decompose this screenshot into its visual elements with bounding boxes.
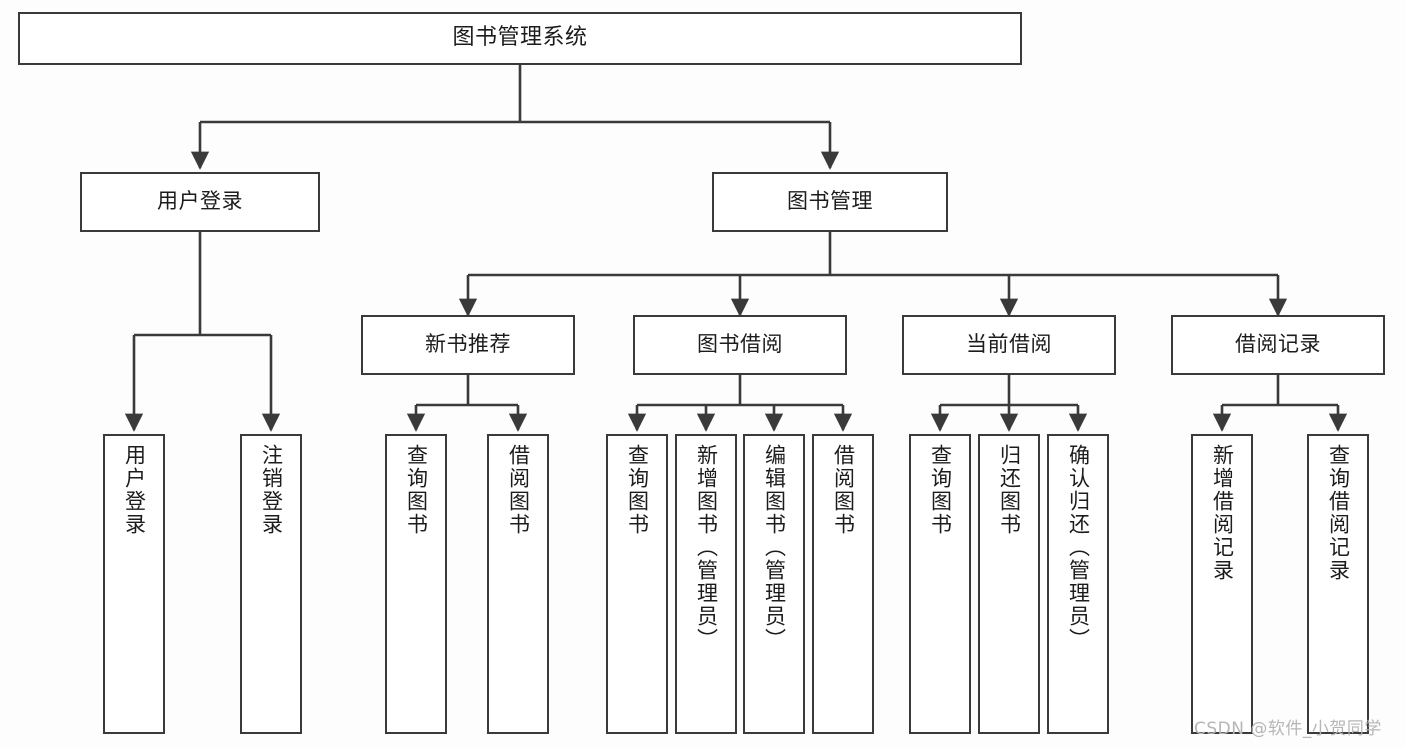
leaf-book-borrow-query-book[interactable]: 查询图书 [606,434,668,734]
node-current-borrow[interactable]: 当前借阅 [902,315,1116,375]
leaf-user-login-login[interactable]: 用户登录 [103,434,165,734]
node-label: 图书管理系统 [452,25,588,51]
leaf-borrow-record-add-record[interactable]: 新增借阅记录 [1191,434,1253,734]
node-label: 新增借阅记录 [1210,444,1235,582]
node-label: 借阅记录 [1235,332,1321,357]
node-label: 借阅图书 [831,444,856,536]
leaf-book-borrow-borrow-book[interactable]: 借阅图书 [812,434,874,734]
node-user-login[interactable]: 用户登录 [80,172,320,232]
node-borrow-record[interactable]: 借阅记录 [1171,315,1385,375]
node-label: 查询图书 [928,444,953,536]
node-label: 当前借阅 [966,332,1052,357]
node-label: 借阅图书 [506,444,531,536]
leaf-current-borrow-confirm-return[interactable]: 确认归还（管理员） [1047,434,1109,734]
leaf-book-borrow-add-book[interactable]: 新增图书（管理员） [675,434,737,734]
node-label: 查询图书 [625,444,650,536]
node-label: 归还图书 [997,444,1022,536]
leaf-new-book-borrow-book[interactable]: 借阅图书 [487,434,549,734]
node-label: 查询借阅记录 [1326,444,1351,582]
node-book-management[interactable]: 图书管理 [712,172,948,232]
node-new-book-recommend[interactable]: 新书推荐 [361,315,575,375]
node-book-borrow[interactable]: 图书借阅 [633,315,847,375]
node-label: 查询图书 [404,444,429,536]
leaf-current-borrow-query-book[interactable]: 查询图书 [909,434,971,734]
node-label: 确认归还（管理员） [1066,444,1091,651]
leaf-user-login-logout[interactable]: 注销登录 [240,434,302,734]
leaf-book-borrow-edit-book[interactable]: 编辑图书（管理员） [743,434,805,734]
leaf-new-book-query-book[interactable]: 查询图书 [385,434,447,734]
leaf-current-borrow-return-book[interactable]: 归还图书 [978,434,1040,734]
node-label: 新书推荐 [425,332,511,357]
node-root-system[interactable]: 图书管理系统 [18,12,1022,65]
node-label: 用户登录 [157,189,243,214]
leaf-borrow-record-query-record[interactable]: 查询借阅记录 [1307,434,1369,734]
node-label: 图书借阅 [697,332,783,357]
node-label: 图书管理 [787,189,873,214]
node-label: 新增图书（管理员） [694,444,719,651]
node-label: 编辑图书（管理员） [762,444,787,651]
node-label: 注销登录 [259,444,284,536]
node-label: 用户登录 [122,444,147,536]
